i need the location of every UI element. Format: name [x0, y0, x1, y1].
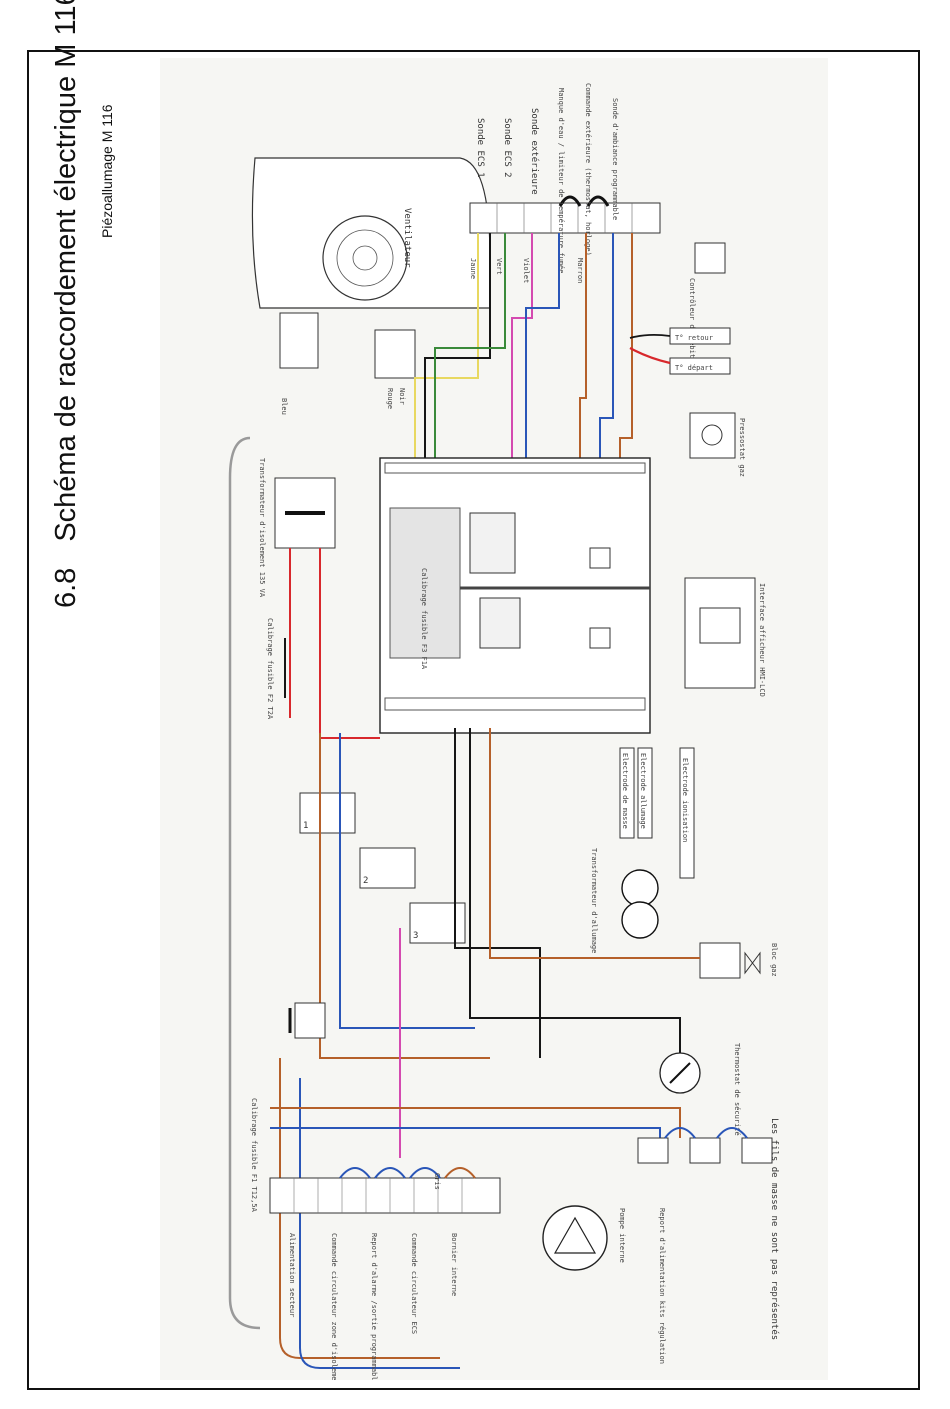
isolation-transformer: Transformateur d'isolement 135 VA — [258, 458, 336, 598]
transformer-label: Transformateur d'isolement 135 VA — [258, 458, 266, 598]
regulation-kit: Report d'alimentation kits régulation — [637, 1127, 773, 1364]
wire-black — [424, 233, 491, 458]
wire-tag-rouge: Rouge — [386, 388, 394, 409]
wire-brown-pump — [279, 1058, 440, 1359]
section-number: 6.8 — [50, 567, 82, 608]
footnote: Les fils de masse ne sont pas représenté… — [769, 1118, 780, 1340]
page-frame — [27, 50, 920, 1390]
wire-tag-gris: Gris — [433, 1173, 441, 1190]
wire-brown-kit — [270, 1107, 681, 1138]
sonde-ext-label: Sonde extérieure — [529, 108, 540, 195]
wire-blue-pump — [299, 1078, 460, 1369]
wire-blue-kit — [270, 1127, 661, 1148]
ionisation-electrode-label: Electrode ionisation — [681, 758, 689, 842]
wire-tag-noir: Noir — [398, 388, 406, 405]
gas-block-label: Bloc gaz — [770, 943, 778, 977]
svg-text:3: 3 — [413, 931, 418, 941]
flow-meter-label: Contrôleur de débit — [688, 278, 696, 358]
ignition-transformer-label: Transformateur d'allumage — [590, 848, 598, 953]
display-label: Interface afficheur HMI-LCD — [758, 583, 766, 697]
fuse-f3-label: Calibrage fusible F3 F1A — [420, 568, 428, 670]
sensor-terminal-block — [469, 195, 661, 234]
internal-pump: Pompe interne — [542, 1205, 626, 1271]
gas-block: Bloc gaz — [699, 942, 778, 979]
sonde-ecs1-label: Sonde ECS 1 — [475, 118, 485, 178]
ground-electrode-label: Electrode de masse — [621, 753, 629, 829]
gas-pressure-label: Pressostat gaz — [738, 418, 746, 477]
wire-tag-violet: Violet — [522, 258, 530, 283]
sonde-ecs2-label: Sonde ECS 2 — [502, 118, 512, 178]
wire-brown — [579, 233, 587, 458]
main-control-board: Calibrage fusible F3 F1A — [379, 457, 651, 734]
relays: 1 2 3 — [299, 792, 466, 944]
t-return-label: T° retour — [675, 334, 713, 342]
safety-thermostat: Thermostat de sécurité — [659, 1043, 741, 1136]
title-text: Schéma de raccordement électrique M 116 — [50, 0, 82, 542]
page-title: 6.8 Schéma de raccordement électrique M 1… — [44, 0, 88, 608]
wire-blue — [525, 233, 560, 458]
wire-brown-2 — [619, 233, 633, 458]
fan-label: Ventilateur — [402, 208, 412, 268]
wire-green — [434, 233, 506, 458]
t-supply-sensor: T° départ — [669, 357, 731, 375]
ecs-pump-label: Commande circulateur ECS — [410, 1233, 418, 1334]
wire-tag-vert: Vert — [495, 258, 503, 275]
t-supply-label: T° départ — [675, 364, 713, 372]
wire-black-long — [454, 728, 541, 1058]
power-supply-label: Alimentation secteur — [288, 1233, 296, 1317]
fuse-f1-label: Calibrage fusible F1 T12,5A — [250, 1098, 258, 1213]
ignition-section: Transformateur d'allumage Electrode de m… — [590, 747, 695, 953]
wire-tag-bleu: Bleu — [280, 398, 288, 415]
ignition-electrode-label: Electrode allumage — [639, 753, 647, 829]
ext-control-label: Commande extérieure (thermostat, horloge… — [584, 83, 592, 256]
page-subtitle: Piézoallumage M 116 — [99, 104, 115, 238]
wire-tag-marron: Marron — [576, 258, 584, 283]
wire-brown-long — [319, 733, 490, 1059]
zone-pump-label: Commande circulateur zone d'isolement — [330, 1233, 338, 1380]
flow-meter: Contrôleur de débit — [688, 242, 726, 358]
wiring-diagram: Ventilateur Sonde ECS 1 Sonde ECS 2 Sond… — [228, 83, 780, 1380]
wire-violet — [511, 233, 533, 458]
wire-black-thermo — [469, 728, 681, 1053]
fuse-f2-label: Calibrage fusible F2 T2A — [266, 618, 274, 720]
main-terminal-block — [269, 1167, 501, 1214]
internal-pump-label: Pompe interne — [618, 1208, 626, 1263]
regulation-kit-label: Report d'alimentation kits régulation — [658, 1208, 666, 1364]
wire-blue-2 — [599, 233, 614, 458]
wire-tag-jaune: Jaune — [469, 258, 477, 279]
svg-text:1: 1 — [303, 821, 308, 831]
wire-black-return — [629, 333, 671, 339]
wire-blue-long — [339, 733, 475, 1029]
sonde-water-label: Manque d'eau / limiteur de température f… — [557, 88, 565, 273]
fuse-f1: Calibrage fusible F1 T12,5A — [250, 1002, 326, 1213]
wire-red-2 — [319, 548, 380, 739]
svg-text:2: 2 — [363, 876, 368, 886]
gas-pressure-switch: Pressostat gaz — [689, 412, 746, 477]
internal-terminal-label: Bornier interne — [450, 1233, 458, 1296]
fan: Ventilateur — [251, 157, 491, 379]
wire-yellow — [414, 233, 479, 458]
wire-grey-bypass — [228, 436, 261, 1330]
wire-brown-gas — [489, 728, 700, 959]
room-sensor-label: Sonde d'ambiance programmable — [611, 98, 619, 220]
t-return-sensor: T° retour — [669, 327, 731, 345]
safety-thermostat-label: Thermostat de sécurité — [733, 1043, 741, 1136]
fault-report-label: Report d'alarme /sortie programmable — [370, 1233, 378, 1380]
display-interface: Interface afficheur HMI-LCD — [684, 577, 766, 697]
wire-red-supply — [629, 347, 671, 365]
